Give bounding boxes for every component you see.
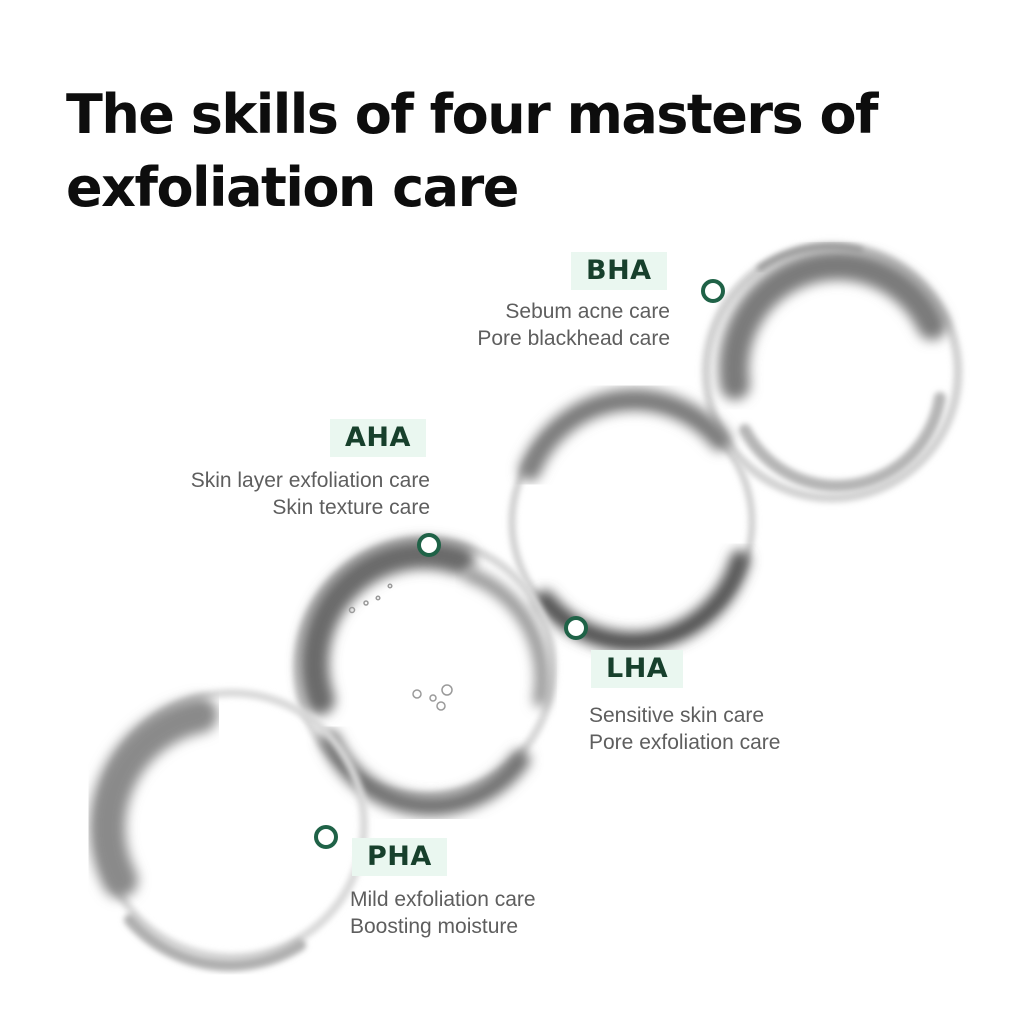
aha-droplet [293, 536, 557, 816]
bha-droplet [701, 241, 963, 503]
badge-lha: LHA [591, 650, 684, 688]
lha-droplet [508, 388, 756, 652]
badge-aha: AHA [330, 419, 426, 457]
lha-line-1: Sensitive skin care [589, 704, 765, 727]
lha-description: Sensitive skin care Pore exfoliation car… [589, 702, 780, 756]
pha-description: Mild exfoliation care Boosting moisture [350, 886, 536, 940]
title-line-1: The skills of four masters of [66, 83, 879, 146]
aha-description: Skin layer exfoliation care Skin texture… [191, 467, 430, 521]
lha-line-2: Pore exfoliation care [589, 731, 781, 754]
page-title: The skills of four masters of exfoliatio… [66, 78, 966, 224]
lha-marker-dot [564, 616, 588, 640]
title-line-2: exfoliation care [66, 156, 519, 219]
badge-bha: BHA [571, 252, 667, 290]
bha-line-2: Pore blackhead care [477, 327, 670, 350]
pha-line-1: Mild exfoliation care [350, 888, 536, 911]
aha-marker-dot [417, 533, 441, 557]
bha-marker-dot [701, 279, 725, 303]
bha-description: Sebum acne care Pore blackhead care [477, 298, 670, 352]
aha-line-2: Skin texture care [272, 496, 430, 519]
badge-pha: PHA [352, 838, 447, 876]
aha-line-1: Skin layer exfoliation care [190, 469, 430, 492]
bha-line-1: Sebum acne care [505, 300, 670, 323]
pha-line-2: Boosting moisture [350, 915, 519, 938]
pha-marker-dot [314, 825, 338, 849]
pha-droplet [89, 689, 368, 972]
